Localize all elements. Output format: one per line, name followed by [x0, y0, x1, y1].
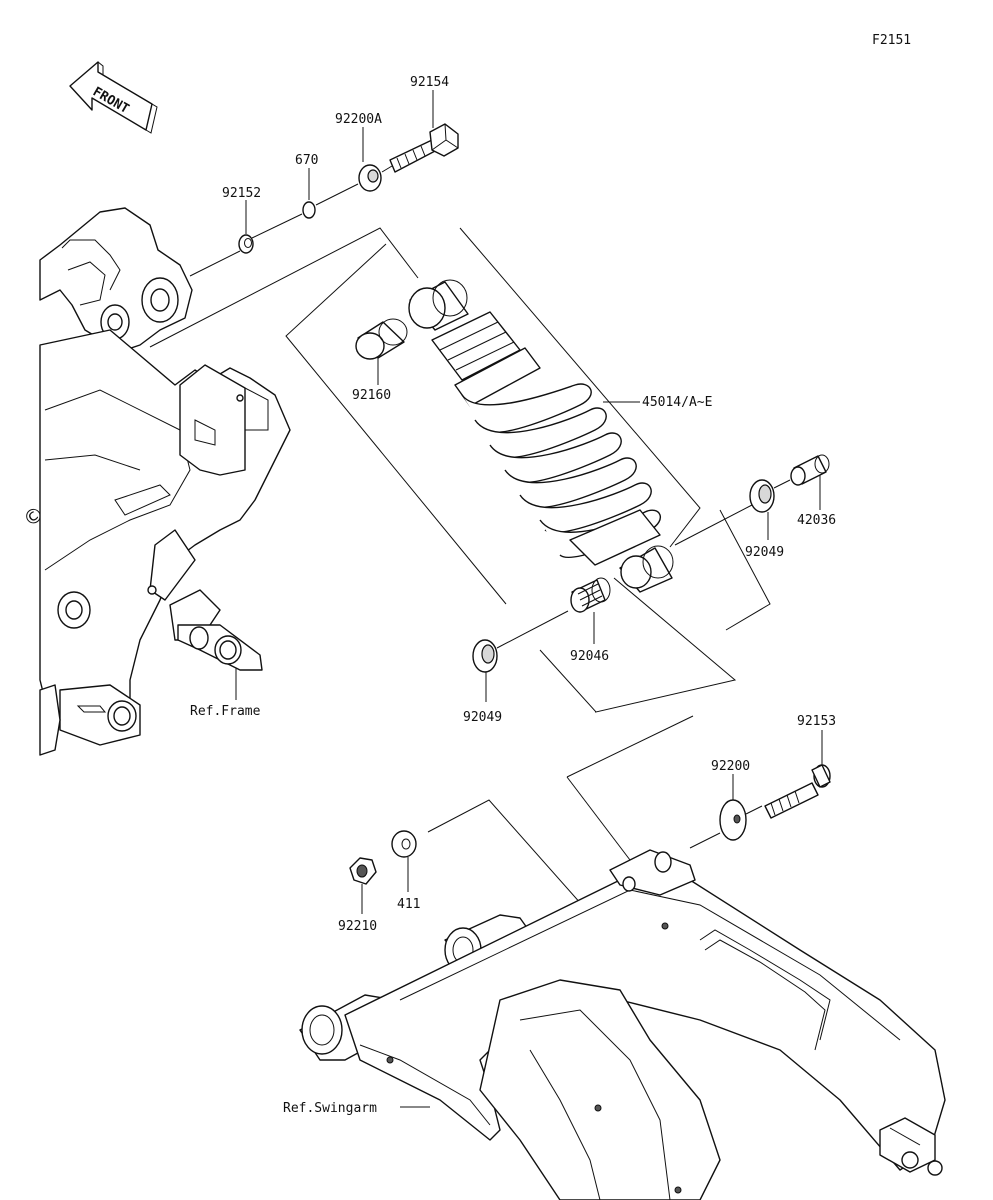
part-label-92046: 92046: [570, 649, 609, 664]
part-label-92152: 92152: [222, 186, 261, 201]
ref-frame-label: Ref.Frame: [190, 704, 261, 719]
part-label-45014: 45014/A~E: [642, 395, 712, 410]
part-label-92160: 92160: [352, 388, 391, 403]
part-label-42036: 42036: [797, 513, 836, 528]
part-label-92200A: 92200A: [335, 112, 382, 127]
washer-92200A-icon: [358, 164, 382, 192]
washer-411-icon: [391, 830, 417, 858]
seal-92049-lower-icon: [472, 639, 498, 673]
collar-42036-icon: [790, 454, 830, 486]
diagram-id: F2151: [872, 33, 911, 48]
swingarm-illustration: [299, 849, 946, 1200]
frame-illustration: [39, 207, 291, 756]
nut-92210-icon: [349, 857, 377, 885]
bolt-92153-icon: [764, 764, 831, 819]
seal-92049-upper-icon: [749, 479, 775, 513]
part-label-92153: 92153: [797, 714, 836, 729]
bushing-92160-icon: [355, 318, 408, 360]
ring-670-icon: [302, 201, 316, 219]
part-label-92210: 92210: [338, 919, 377, 934]
front-arrow-icon: FRONT: [69, 61, 158, 134]
part-label-92049-upper: 92049: [745, 545, 784, 560]
ref-swingarm-label: Ref.Swingarm: [283, 1101, 377, 1116]
washer-92200-icon: [719, 799, 747, 841]
shock-absorber-icon: [408, 279, 674, 593]
collar-92152-icon: [238, 234, 254, 254]
bearing-92046-icon: [570, 577, 611, 613]
part-label-411: 411: [397, 897, 420, 912]
part-label-92154: 92154: [410, 75, 449, 90]
shock-assembly-outline: [149, 227, 771, 713]
part-label-92200: 92200: [711, 759, 750, 774]
bolt-92154-icon: [389, 123, 459, 173]
part-label-92049-lower: 92049: [463, 710, 502, 725]
part-label-670: 670: [295, 153, 318, 168]
